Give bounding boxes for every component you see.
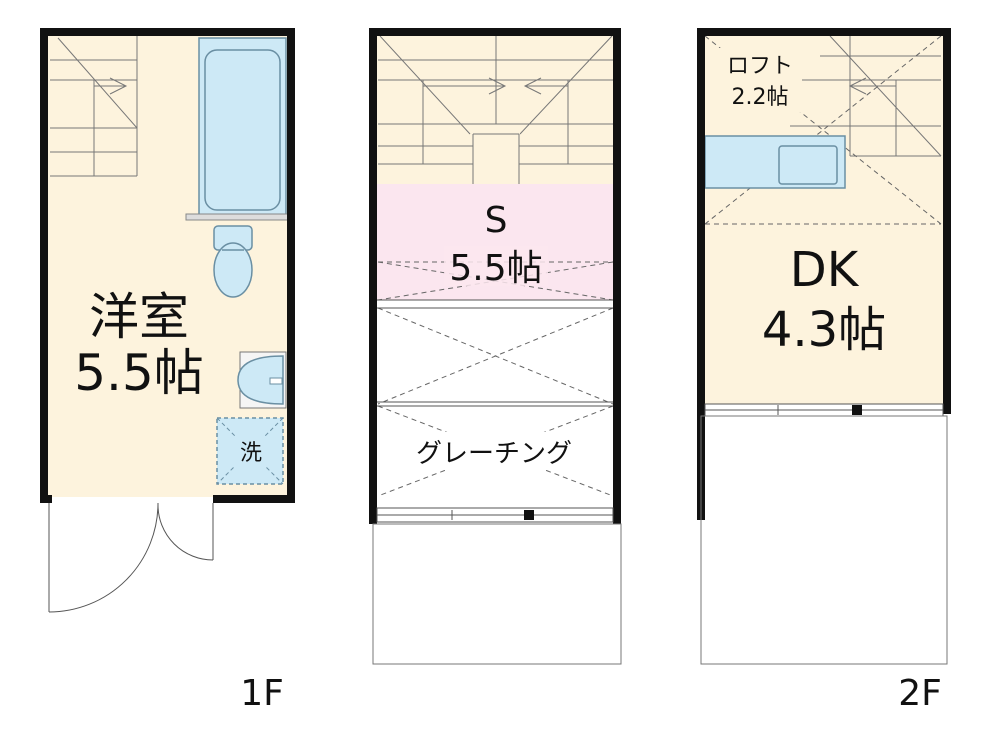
grating-label: グレーチング — [416, 439, 572, 469]
loft-markings — [704, 35, 942, 225]
floor-label-1f: 1F — [240, 673, 284, 714]
stair-area — [373, 32, 617, 184]
dining-kitchen-size: 4.3帖 — [762, 302, 886, 358]
entry-door — [48, 502, 214, 613]
dining-kitchen-name: DK — [790, 242, 860, 298]
slab-lines — [373, 299, 617, 407]
washbasin — [237, 351, 287, 409]
sash-2f — [704, 403, 944, 417]
loft-name: ロフト — [727, 54, 793, 79]
toilet — [213, 225, 253, 298]
floor-2f: ロフト 2.2帖 DK 4.3帖 2F — [697, 28, 951, 714]
grating-label-bg — [404, 432, 584, 470]
balcony-middle — [372, 523, 622, 665]
western-room-name: 洋室 — [89, 288, 189, 346]
loft-size: 2.2帖 — [732, 85, 789, 110]
void-area — [373, 300, 617, 506]
stairs-middle — [378, 35, 613, 184]
stairs-2f — [790, 35, 942, 157]
walls-2f — [697, 28, 951, 520]
loft-label-bg — [718, 48, 802, 112]
kitchen-counter — [704, 135, 846, 189]
service-room-size: 5.5帖 — [449, 248, 542, 289]
walls-1f — [40, 28, 295, 503]
sash-middle — [376, 507, 614, 523]
laundry-label: 洗 — [240, 441, 262, 466]
bathtub — [198, 37, 287, 217]
balcony-2f — [700, 415, 948, 665]
floor-label-2f: 2F — [898, 673, 942, 714]
service-room-name: S — [485, 200, 508, 241]
western-room-size: 5.5帖 — [74, 344, 204, 402]
floor-1f: 洗 洋室 5.5帖 1F — [40, 28, 295, 714]
service-size-bg — [444, 246, 548, 286]
stairs-1f — [50, 36, 138, 177]
floor-middle: グレーチング S 5.5帖 — [369, 28, 622, 665]
walls-middle — [369, 28, 621, 524]
partition-ledge — [185, 213, 289, 221]
laundry-space: 洗 — [216, 417, 284, 485]
